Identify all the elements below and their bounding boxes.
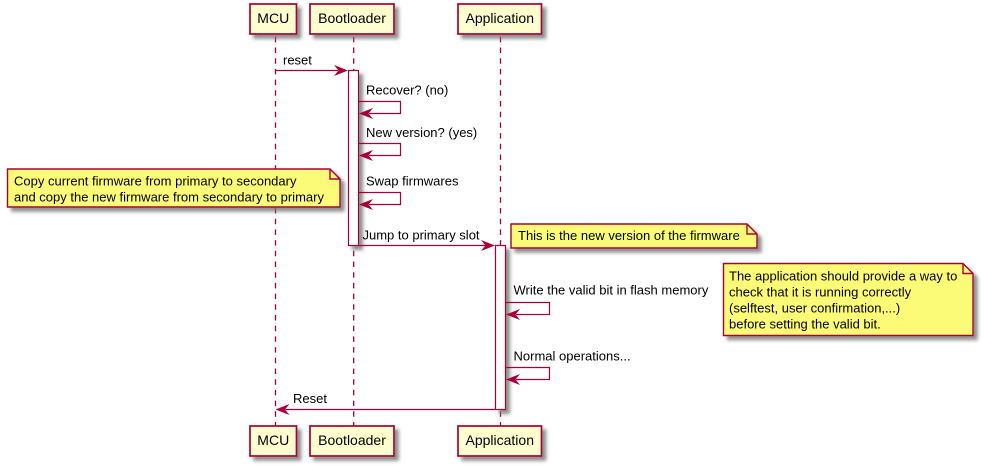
svg-text:(selftest, user confirmation,.: (selftest, user confirmation,...) [729, 301, 900, 316]
svg-text:This is the new version of the: This is the new version of the firmware [518, 228, 740, 243]
svg-text:Application: Application [466, 10, 535, 26]
svg-text:Reset: Reset [293, 391, 327, 406]
svg-text:New version? (yes): New version? (yes) [366, 125, 477, 140]
svg-text:MCU: MCU [257, 432, 289, 448]
svg-text:MCU: MCU [257, 10, 289, 26]
svg-text:and copy the new firmware from: and copy the new firmware from secondary… [14, 189, 324, 204]
svg-text:Swap firmwares: Swap firmwares [366, 174, 459, 189]
svg-text:before setting the valid bit.: before setting the valid bit. [729, 317, 881, 332]
svg-text:Application: Application [466, 432, 535, 448]
svg-text:Bootloader: Bootloader [318, 432, 386, 448]
svg-text:reset: reset [283, 53, 312, 68]
svg-text:Jump to primary slot: Jump to primary slot [363, 227, 480, 242]
svg-text:Normal operations...: Normal operations... [514, 348, 631, 363]
svg-text:The application should provide: The application should provide a way to [729, 269, 957, 284]
svg-text:Write the valid bit in flash m: Write the valid bit in flash memory [514, 283, 709, 298]
svg-text:check that it is running corre: check that it is running correctly [729, 285, 912, 300]
svg-text:Bootloader: Bootloader [318, 10, 386, 26]
svg-text:Copy current firmware from pri: Copy current firmware from primary to se… [14, 173, 297, 188]
svg-text:Recover? (no): Recover? (no) [366, 82, 448, 97]
